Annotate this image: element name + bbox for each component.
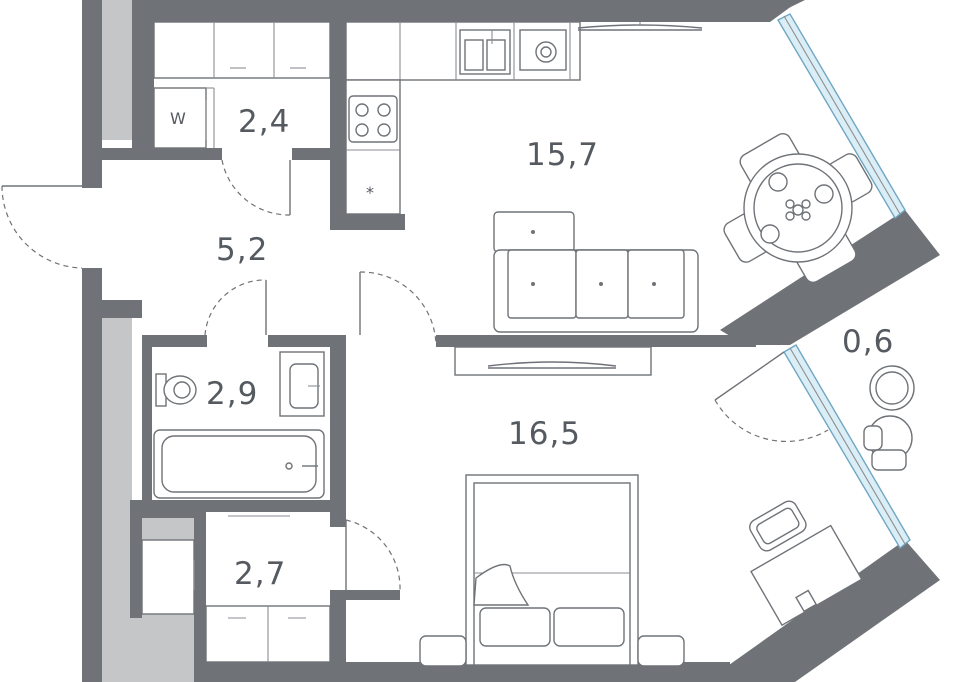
room-area-balcony: 0,6 <box>842 324 894 360</box>
dining-table <box>723 133 873 283</box>
room-area-kitchen-living: 15,7 <box>526 137 599 173</box>
room-area-bathroom: 2,9 <box>206 376 258 412</box>
bathroom-sink-icon <box>279 351 325 417</box>
room-area-bedroom: 16,5 <box>508 416 581 452</box>
stove-icon <box>348 95 398 143</box>
wardrobe-furniture <box>153 21 331 149</box>
outer-walls <box>82 0 940 682</box>
windows <box>777 13 911 550</box>
bathtub-icon <box>153 429 325 499</box>
desk <box>749 500 863 627</box>
sofa <box>493 211 699 333</box>
washer-label: W <box>170 109 186 128</box>
dishwasher-icon <box>519 29 567 71</box>
room-area-wardrobe: 2,4 <box>238 104 290 140</box>
tv-stand <box>454 346 652 376</box>
tv-icon <box>577 22 703 31</box>
balcony-chairs <box>863 365 915 471</box>
fridge-icon: * <box>366 183 374 202</box>
sink-icon <box>459 29 511 75</box>
toilet-icon <box>155 373 197 407</box>
room-area-hallway: 5,2 <box>216 232 268 268</box>
flower-icon <box>785 199 811 221</box>
room-area-storage: 2,7 <box>234 556 286 592</box>
bed <box>419 474 685 667</box>
doors <box>1 159 829 591</box>
storage-furniture <box>141 515 331 663</box>
interior-walls <box>82 0 756 668</box>
